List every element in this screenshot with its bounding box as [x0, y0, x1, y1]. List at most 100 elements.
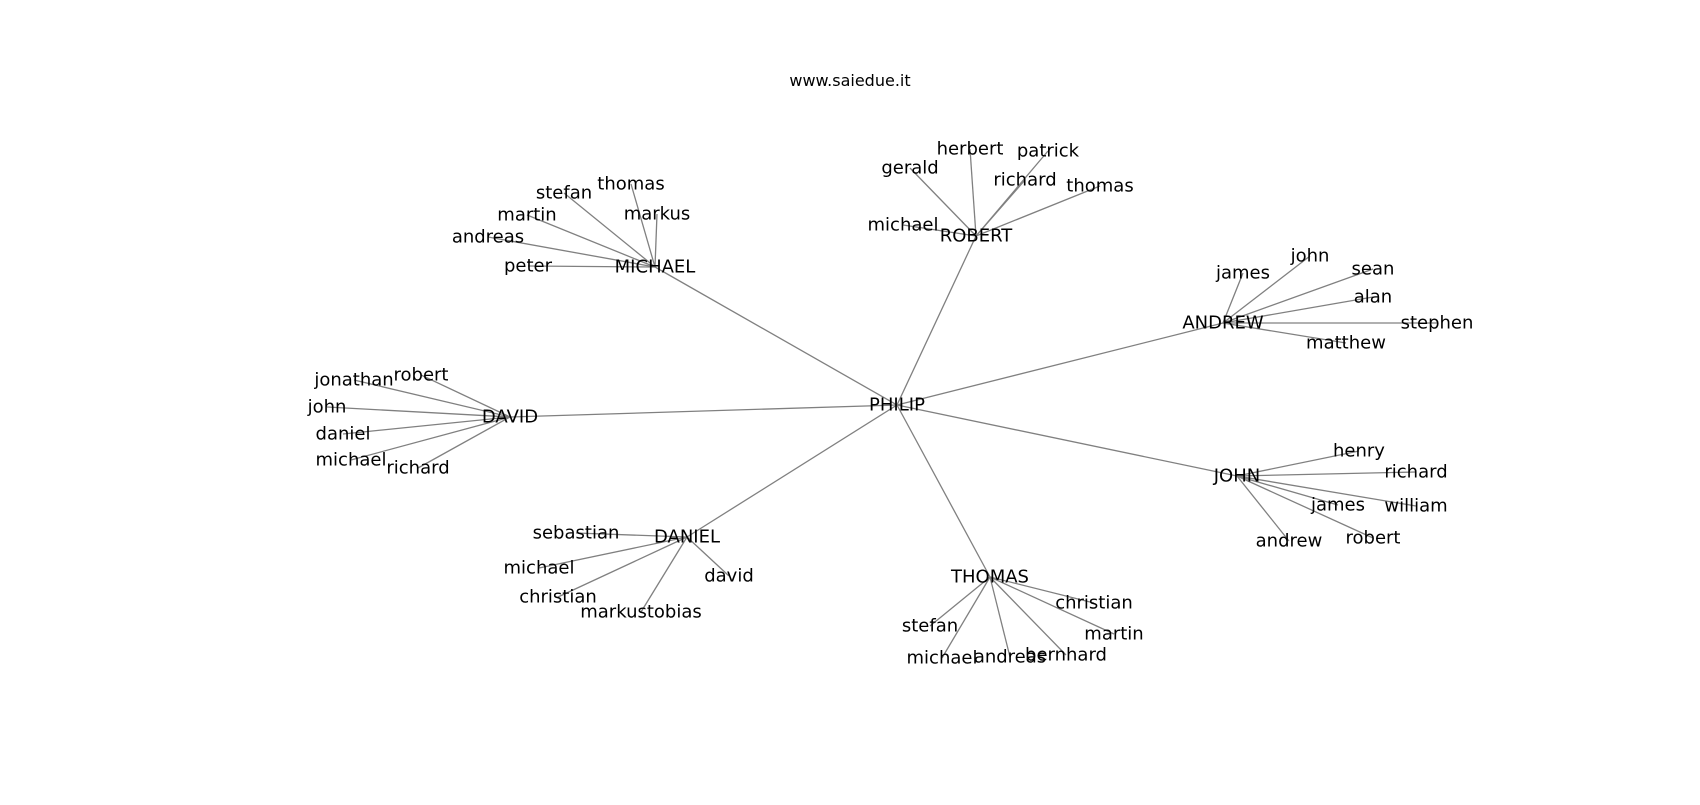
edge-andrew-james — [1222, 272, 1244, 324]
leaf-node-label-markustobias: markustobias — [580, 602, 702, 623]
hub-node-label-daniel: DANIEL — [654, 527, 720, 548]
edge-david-daniel — [342, 416, 511, 435]
leaf-node-label-martin: martin — [497, 205, 556, 226]
leaf-node-label-christian: christian — [519, 587, 597, 608]
leaf-node-label-john: john — [1290, 246, 1330, 267]
leaf-node-label-christian: christian — [1055, 593, 1133, 614]
site-caption: www.saiedue.it — [789, 71, 911, 90]
edge-root-daniel — [686, 404, 898, 538]
edge-thomas-bernhard — [989, 576, 1067, 656]
edge-root-michael — [654, 266, 898, 406]
leaf-node-label-stefan: stefan — [902, 616, 958, 637]
leaf-node-label-james: james — [1215, 263, 1270, 284]
edge-michael-markus — [654, 213, 658, 268]
leaf-node-label-sean: sean — [1352, 259, 1395, 280]
edge-john-robert — [1236, 475, 1374, 539]
edge-thomas-michael — [941, 576, 991, 659]
leaf-node-label-richard: richard — [1384, 462, 1447, 483]
edge-andrew-alan — [1222, 296, 1374, 324]
edge-john-henry — [1236, 450, 1360, 477]
edge-john-andrew — [1236, 475, 1290, 542]
edge-daniel-david — [686, 536, 730, 577]
edge-root-robert — [896, 235, 977, 406]
leaf-node-label-herbert: herbert — [937, 139, 1004, 160]
edge-andrew-matthew — [1222, 322, 1347, 344]
leaf-node-label-david: david — [704, 566, 754, 587]
edge-daniel-sebastian — [575, 532, 688, 538]
hub-node-label-andrew: ANDREW — [1182, 313, 1264, 334]
leaf-node-label-gerald: gerald — [881, 158, 938, 179]
leaf-node-label-michael: michael — [504, 558, 575, 579]
edge-root-andrew — [896, 322, 1224, 406]
edge-david-john — [326, 406, 511, 418]
edge-john-richard — [1236, 471, 1417, 477]
leaf-node-label-sebastian: sebastian — [533, 523, 620, 544]
graph-edges — [326, 148, 1437, 659]
leaf-node-label-richard: richard — [993, 170, 1056, 191]
root-node-label: PHILIP — [869, 395, 925, 416]
edge-robert-thomas — [975, 185, 1101, 237]
leaf-node-label-michael: michael — [907, 648, 978, 669]
leaf-node-label-robert: robert — [394, 365, 449, 386]
edge-michael-peter — [527, 265, 656, 268]
edge-thomas-stefan — [929, 576, 991, 627]
leaf-node-label-james: james — [1310, 495, 1365, 516]
leaf-node-label-michael: michael — [868, 215, 939, 236]
hub-node-label-david: DAVID — [482, 407, 538, 428]
leaf-node-label-robert: robert — [1346, 528, 1401, 549]
edge-thomas-martin — [989, 576, 1115, 635]
edge-daniel-markustobias — [640, 536, 688, 613]
leaf-node-label-patrick: patrick — [1017, 141, 1080, 162]
hub-node-label-john: JOHN — [1213, 466, 1260, 487]
hub-node-label-thomas: THOMAS — [950, 567, 1029, 588]
leaf-node-label-andreas: andreas — [452, 227, 524, 248]
edge-robert-gerald — [909, 167, 977, 237]
leaf-node-label-henry: henry — [1333, 441, 1385, 462]
leaf-node-label-bernhard: bernhard — [1025, 645, 1107, 666]
edge-john-william — [1236, 475, 1417, 507]
leaf-node-label-stefan: stefan — [536, 183, 592, 204]
edge-robert-michael — [902, 224, 977, 237]
leaf-node-label-thomas: thomas — [1066, 176, 1133, 197]
edge-robert-herbert — [969, 148, 977, 237]
leaf-node-label-andreas: andreas — [974, 647, 1046, 668]
edge-michael-stefan — [563, 192, 656, 268]
edge-michael-martin — [526, 214, 656, 268]
leaf-node-label-thomas: thomas — [597, 174, 664, 195]
leaf-node-label-stephen: stephen — [1401, 313, 1474, 334]
leaf-node-label-peter: peter — [504, 256, 553, 277]
leaf-node-label-richard: richard — [386, 458, 449, 479]
leaf-node-label-daniel: daniel — [316, 424, 371, 445]
leaf-node-label-jonathan: jonathan — [313, 370, 393, 391]
hub-node-label-robert: ROBERT — [940, 226, 1014, 247]
edge-root-thomas — [896, 404, 991, 578]
leaf-node-label-michael: michael — [316, 450, 387, 471]
edge-andrew-sean — [1222, 268, 1374, 324]
leaf-node-label-markus: markus — [624, 204, 691, 225]
edge-root-david — [509, 404, 898, 418]
edge-robert-richard — [975, 179, 1026, 237]
leaf-node-label-matthew: matthew — [1306, 333, 1386, 354]
edge-david-richard — [417, 416, 511, 469]
edge-david-michael — [350, 416, 511, 461]
edge-andrew-john — [1222, 255, 1311, 324]
leaf-node-label-martin: martin — [1084, 624, 1143, 645]
edge-daniel-christian — [557, 536, 688, 598]
edge-michael-andreas — [487, 236, 656, 268]
edge-david-jonathan — [353, 379, 511, 418]
edge-thomas-andreas — [989, 576, 1011, 658]
leaf-node-label-william: william — [1384, 496, 1447, 517]
leaf-node-label-john: john — [307, 397, 347, 418]
hub-node-label-michael: MICHAEL — [615, 257, 696, 278]
edge-john-james — [1236, 475, 1339, 506]
edge-daniel-michael — [538, 536, 688, 569]
leaf-node-label-andrew: andrew — [1256, 531, 1323, 552]
leaf-node-label-alan: alan — [1354, 287, 1392, 308]
edge-david-robert — [420, 374, 511, 418]
edge-thomas-christian — [989, 576, 1095, 604]
edge-root-john — [896, 404, 1238, 477]
edge-michael-thomas — [630, 183, 656, 268]
